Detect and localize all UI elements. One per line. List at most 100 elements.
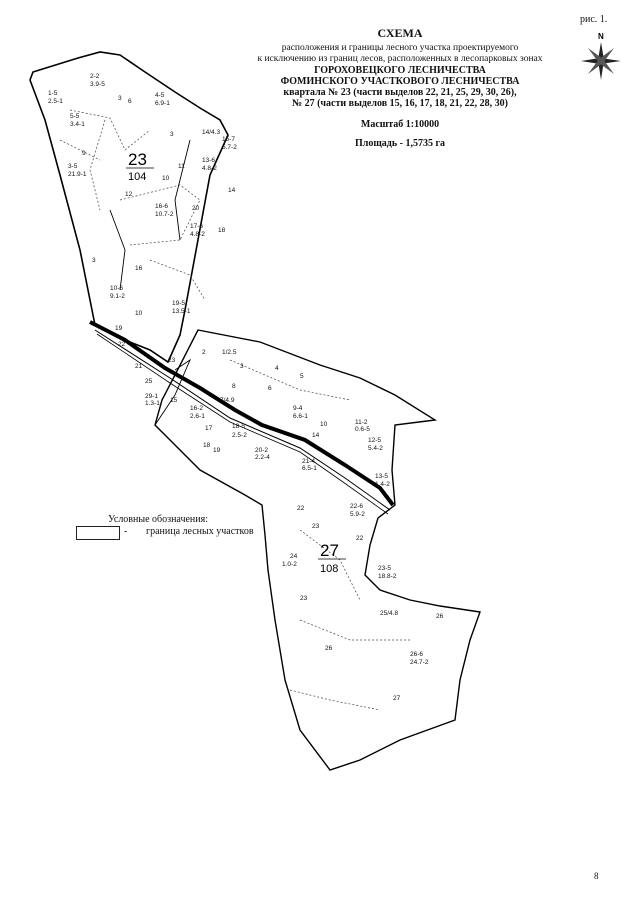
parcel-label: 18.8-2: [378, 573, 397, 580]
parcel-label: 22: [297, 505, 305, 512]
parcel-label: 29-1: [145, 393, 158, 400]
compass-rose-icon: N: [581, 32, 621, 80]
parcel-label: 14/4.3: [202, 129, 220, 136]
parcel-label: 10: [320, 421, 328, 428]
map-scale: Масштаб 1:10000: [360, 119, 440, 130]
parcel-label: 13-5: [375, 473, 388, 480]
parcel-label: 5: [300, 373, 304, 380]
quarter-27-boundary: [154, 329, 481, 771]
plot-area: Площадь - 1,5735 га: [354, 138, 446, 149]
parcel-label: 26-6: [410, 651, 423, 658]
parcel-label: 14: [312, 432, 320, 439]
quarter-27-number: 27: [320, 541, 339, 560]
parcel-label: 27: [393, 695, 401, 702]
legend-swatch: [76, 526, 120, 540]
subtitle-line-2: к исключению из границ лесов, расположен…: [257, 54, 543, 64]
road-line-2: [96, 333, 389, 515]
map-title: СХЕМА: [377, 26, 423, 40]
parcel-label: 6.6-1: [293, 413, 308, 420]
parcel-label: 3: [92, 257, 96, 264]
quarter-23-number: 23: [128, 150, 147, 169]
parcel-label: 20-2: [255, 447, 268, 454]
parcel-label: 8: [232, 383, 236, 390]
inner-lines: [109, 139, 192, 426]
parcel-label: 22: [118, 341, 126, 348]
parcel-label: 3-5: [68, 163, 78, 170]
parcel-label: 5.4-2: [368, 445, 383, 452]
legend-title: Условные обозначения:: [108, 514, 209, 525]
plot-boundary-thick: [89, 320, 395, 507]
parcel-label: 17: [205, 425, 213, 432]
parcel-label: 13-6: [202, 157, 215, 164]
forestry-line-3: квартала № 23 (части выделов 22, 21, 25,…: [283, 87, 517, 98]
parcel-label: 1.3-1: [145, 400, 160, 407]
quarter-23-boundary: [29, 51, 229, 364]
parcel-label: 22-6: [350, 503, 363, 510]
parcel-label: 11: [178, 163, 185, 170]
parcel-label: 2-2: [90, 73, 100, 80]
parcel-label: 5.9-2: [350, 511, 365, 518]
parcel-label: 0.6-5: [355, 426, 370, 433]
parcel-label: 16-2: [190, 405, 203, 412]
parcel-label: 2.5-2: [232, 432, 247, 439]
parcel-label: 1-5: [48, 90, 58, 97]
parcel-label: 9.1-2: [110, 293, 125, 300]
parcel-label: 6: [268, 385, 272, 392]
parcel-label: 20: [192, 205, 200, 212]
parcel-label: 1/2.5: [222, 349, 237, 356]
parcel-label: 5-5: [70, 113, 80, 120]
parcel-label: 5.7-2: [222, 144, 237, 151]
parcel-label: 12: [125, 191, 133, 198]
parcel-label: 2: [202, 349, 206, 356]
parcel-label: 4-5: [155, 92, 165, 99]
forestry-line-1: ГОРОХОВЕЦКОГО ЛЕСНИЧЕСТВА: [314, 65, 486, 76]
parcel-label: 4: [275, 365, 279, 372]
parcel-label: 7/4.9: [220, 397, 235, 404]
parcel-label: 10.7-2: [155, 211, 174, 218]
north-label: N: [598, 32, 604, 41]
figure-label: рис. 1.: [580, 14, 608, 25]
parcel-label: 1.0-2: [282, 561, 297, 568]
parcel-label: 23: [300, 595, 308, 602]
page-number: 8: [594, 871, 599, 881]
road-line: [94, 329, 391, 511]
parcel-label: 19: [115, 325, 123, 332]
parcel-label: 4.8-2: [202, 165, 217, 172]
parcel-label: 3.9-5: [90, 81, 105, 88]
parcel-label: 25/4.8: [380, 610, 398, 617]
parcel-label: 19: [213, 447, 221, 454]
forestry-line-4: № 27 (части выделов 15, 16, 17, 18, 21, …: [292, 98, 508, 109]
parcel-label: 15: [170, 397, 178, 404]
parcel-label: 6: [128, 98, 132, 105]
parcel-label: 3.4-1: [70, 121, 85, 128]
parcel-label: 21.9-1: [68, 171, 87, 178]
subdivision-lines: [59, 109, 410, 711]
parcel-label: 10-6: [110, 285, 123, 292]
parcel-label: 10: [135, 310, 143, 317]
parcel-label: 15-7: [222, 136, 235, 143]
parcel-label: 23: [168, 357, 176, 364]
parcel-label: 13.5-1: [172, 308, 191, 315]
parcel-label: 2.5-1: [48, 98, 63, 105]
parcel-label: 26: [325, 645, 333, 652]
parcel-label: 26: [436, 613, 444, 620]
parcel-label: 24: [290, 553, 298, 560]
legend-item-text: граница лесных участков: [146, 526, 254, 537]
parcel-label: 10: [162, 175, 170, 182]
parcel-label: 9: [82, 150, 86, 157]
title-block: СХЕМА расположения и границы лесного уча…: [235, 26, 565, 149]
parcel-label: 21: [135, 363, 143, 370]
parcel-label: 4.8-2: [190, 231, 205, 238]
parcel-label: 11-2: [355, 419, 368, 426]
parcel-label: 9-4: [293, 405, 303, 412]
parcel-label: 23-5: [378, 565, 391, 572]
parcel-label: 3: [118, 95, 122, 102]
forestry-line-2: ФОМИНСКОГО УЧАСТКОВОГО ЛЕСНИЧЕСТВА: [280, 76, 520, 87]
parcel-label: 3: [170, 131, 174, 138]
parcel-label: 19-5: [172, 300, 185, 307]
parcel-label: 24.7-2: [410, 659, 429, 666]
parcel-label: 3: [240, 363, 244, 370]
parcel-label: 6.9-1: [155, 100, 170, 107]
parcel-label: 2.6-1: [190, 413, 205, 420]
